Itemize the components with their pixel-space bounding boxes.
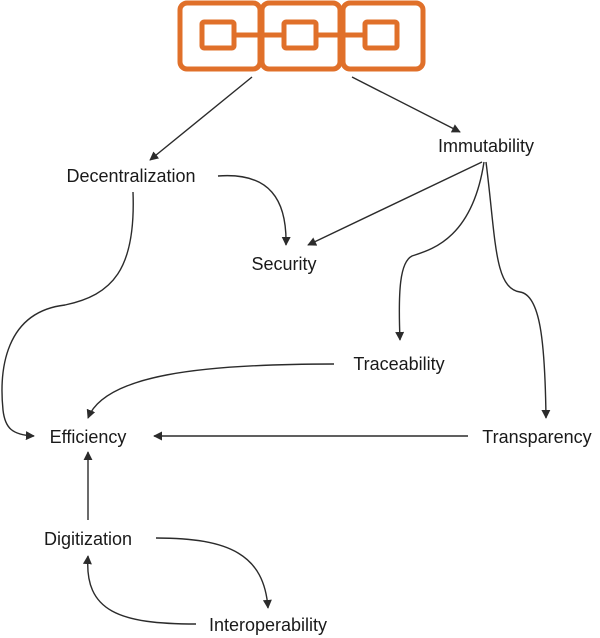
diagram-nodes: Decentralization Immutability Security T… xyxy=(44,136,592,635)
node-decentralization: Decentralization xyxy=(66,166,195,186)
edge-blockchain-to-immutability xyxy=(351,76,461,133)
chain-block-1-core xyxy=(199,19,237,51)
node-immutability: Immutability xyxy=(438,136,534,156)
diagram-edges xyxy=(1,76,551,625)
edge-immutability-to-security xyxy=(307,161,483,246)
node-traceability: Traceability xyxy=(353,354,444,374)
edge-immutability-to-transparency xyxy=(485,161,551,419)
node-transparency: Transparency xyxy=(482,427,591,447)
edge-digitization-to-interoperability xyxy=(155,537,272,609)
node-efficiency: Efficiency xyxy=(50,427,127,447)
edge-decentralization-to-security xyxy=(217,174,291,246)
edge-immutability-to-traceability xyxy=(395,161,485,341)
edge-traceability-to-efficiency xyxy=(86,363,335,419)
edge-blockchain-to-decentralization xyxy=(149,76,253,161)
chain-block-2-core xyxy=(281,19,319,51)
edge-decentralization-to-efficiency xyxy=(1,191,134,441)
chain-block-3-core xyxy=(362,19,400,51)
edge-interoperability-to-digitization xyxy=(82,555,197,625)
node-interoperability: Interoperability xyxy=(209,615,327,635)
node-digitization: Digitization xyxy=(44,529,132,549)
node-security: Security xyxy=(251,254,316,274)
blockchain-chain-icon xyxy=(177,0,426,72)
